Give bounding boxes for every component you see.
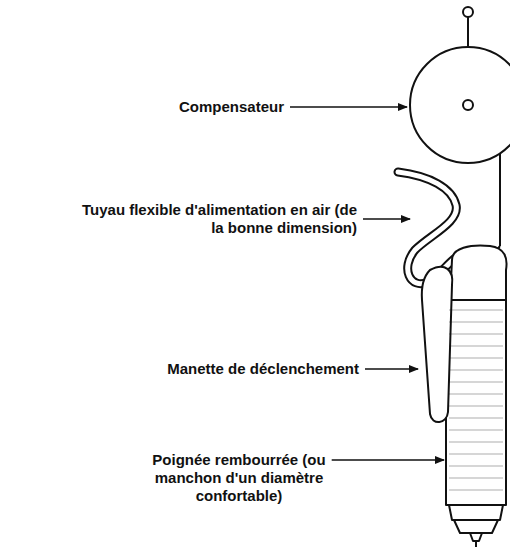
grip-line — [449, 478, 503, 479]
grip-line — [449, 322, 503, 323]
trigger-lever — [422, 267, 452, 422]
grip-line — [449, 382, 503, 383]
leader-arrows — [290, 107, 444, 460]
leader-line — [365, 368, 418, 370]
part-label: Compensateur — [84, 98, 284, 116]
balancer — [410, 7, 510, 258]
grip-line — [449, 466, 503, 467]
air-hose — [398, 172, 458, 284]
grip-line — [449, 490, 503, 491]
grip-line — [449, 394, 503, 395]
grip-line — [449, 418, 503, 419]
grip-line — [449, 454, 503, 455]
part-label: Manette de déclenchement — [99, 360, 359, 378]
screwdriver-body — [422, 246, 507, 547]
grip-line — [449, 358, 503, 359]
leader-line — [332, 459, 444, 461]
part-label: Tuyau flexible d'alimentation en air (de… — [75, 201, 357, 237]
leader-line — [363, 218, 410, 220]
grip-line — [449, 310, 503, 311]
part-label: Poignée rembourrée (ou manchon d'un diam… — [150, 451, 328, 505]
grip-line — [449, 346, 503, 347]
grip-line — [449, 370, 503, 371]
grip-line — [449, 406, 503, 407]
grip-lines — [449, 310, 503, 490]
grip-line — [449, 334, 503, 335]
leader-line — [290, 106, 407, 108]
grip-line — [449, 442, 503, 443]
grip-line — [449, 430, 503, 431]
